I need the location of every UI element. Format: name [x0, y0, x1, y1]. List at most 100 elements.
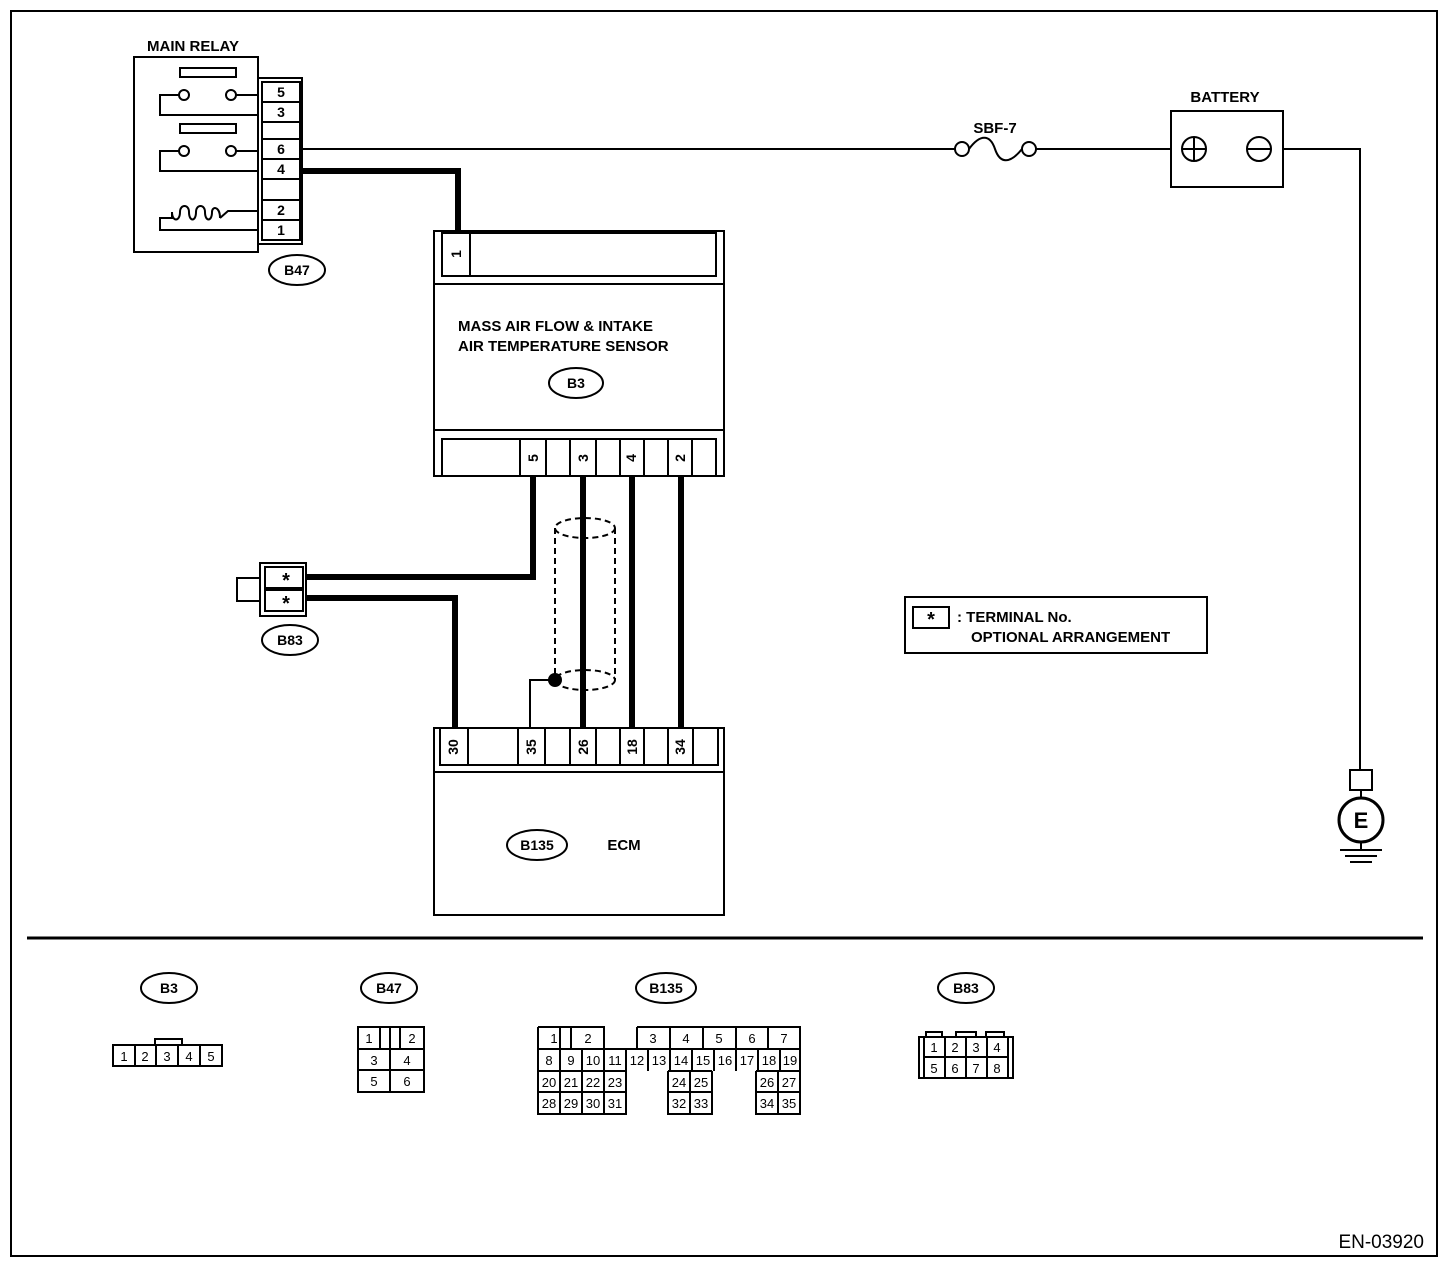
connector-badge-label: B47	[376, 980, 402, 996]
connector-badge-label: B135	[649, 980, 683, 996]
pin-cell: 3	[370, 1053, 377, 1068]
maf-top-pin: 1	[448, 250, 464, 258]
relay-switch-bar-2	[179, 123, 237, 134]
pin-cell: 9	[567, 1053, 574, 1068]
fuse-label: SBF-7	[973, 120, 1016, 137]
pin-cell: 21	[564, 1075, 578, 1090]
connector-view-b3: B3 1 2 3 4 5	[112, 972, 223, 1067]
connector-badge-label: B47	[284, 262, 310, 278]
legend-line2: OPTIONAL ARRANGEMENT	[971, 629, 1170, 646]
pin-cell: 3	[649, 1031, 656, 1046]
pin-cell: 1	[550, 1031, 557, 1046]
legend-symbol: *	[927, 609, 935, 631]
wire-b83-to-ecm30	[305, 595, 458, 728]
main-relay-title: MAIN RELAY	[147, 38, 239, 55]
pin-cell: 1	[120, 1049, 127, 1064]
fuse-sbf7: SBF-7	[954, 120, 1037, 162]
ecm-pin-label: 35	[523, 739, 539, 755]
pin-cell: 1	[365, 1031, 372, 1046]
maf-sensor: 1 MASS AIR FLOW & INTAKE AIR TEMPERATURE…	[433, 230, 725, 477]
connector-badge	[360, 972, 418, 1004]
battery: BATTERY	[1170, 89, 1284, 188]
pin-cell: 5	[370, 1074, 377, 1089]
pin-cell: 13	[652, 1053, 666, 1068]
pin-cell: 8	[993, 1061, 1000, 1076]
connector-badge	[268, 254, 326, 286]
pin-cell: 28	[542, 1096, 556, 1111]
pin-cell: 19	[783, 1053, 797, 1068]
connector-view-b135: B135 1 2 3 4 5 6 7 8 9 10 11 12 13 14 15…	[537, 972, 801, 1115]
b83-pin-label: *	[282, 570, 290, 592]
pin-cell: 30	[586, 1096, 600, 1111]
relay-pin-label: 1	[277, 222, 285, 238]
pin-cell: 3	[163, 1049, 170, 1064]
pin-cell: 5	[207, 1049, 214, 1064]
pin-cell: 6	[951, 1061, 958, 1076]
pin-cell: 2	[408, 1031, 415, 1046]
pin-cell: 22	[586, 1075, 600, 1090]
pin-cell: 8	[545, 1053, 552, 1068]
pin-cell: 24	[672, 1075, 686, 1090]
pin-cell: 1	[930, 1040, 937, 1055]
maf-bottom-pin: 3	[575, 454, 591, 462]
wire-relay-to-maf	[302, 168, 461, 233]
ecm-name: ECM	[607, 837, 640, 854]
relay-contact	[225, 89, 237, 101]
legend-line1: : TERMINAL No.	[957, 609, 1072, 626]
maf-name-line2: AIR TEMPERATURE SENSOR	[458, 338, 669, 355]
shield-junction	[548, 673, 562, 687]
pin-cell: 35	[782, 1096, 796, 1111]
b83-connector: * * B83	[236, 562, 319, 656]
relay-pin-label: 3	[277, 104, 285, 120]
pin-cell: 7	[972, 1061, 979, 1076]
ground-label: E	[1354, 808, 1369, 833]
legend: * : TERMINAL No. OPTIONAL ARRANGEMENT	[904, 596, 1208, 654]
pin-cell: 4	[185, 1049, 192, 1064]
ecm-pin-label: 26	[575, 739, 591, 755]
pin-cell: 10	[586, 1053, 600, 1068]
pin-cell: 4	[993, 1040, 1000, 1055]
wire-battery-to-ground	[1270, 148, 1361, 770]
connector-badge	[140, 972, 198, 1004]
relay-pin-label: 5	[277, 84, 285, 100]
pin-cell: 17	[740, 1053, 754, 1068]
pin-cell: 32	[672, 1096, 686, 1111]
ecm: 30 35 26 18 34 B135 ECM	[433, 727, 725, 916]
relay-contact	[178, 89, 190, 101]
figure-code: EN-03920	[1338, 1232, 1424, 1253]
connector-badge	[506, 829, 568, 861]
pin-cell: 33	[694, 1096, 708, 1111]
ecm-pin-label: 34	[672, 739, 688, 755]
relay-pin-label: 2	[277, 202, 285, 218]
wire-maf5-to-b83	[305, 476, 536, 580]
connector-badge-label: B3	[160, 980, 178, 996]
connector-view-b83: B83 1 2 3 4 5 6 7 8	[918, 972, 1014, 1079]
pin-cell: 34	[760, 1096, 774, 1111]
pin-cell: 11	[608, 1053, 622, 1068]
pin-cell: 5	[715, 1031, 722, 1046]
relay-contact	[178, 145, 190, 157]
pin-cell: 2	[584, 1031, 591, 1046]
pin-cell: 4	[682, 1031, 689, 1046]
pin-cell: 6	[403, 1074, 410, 1089]
main-relay: MAIN RELAY 5 3 6 4 2 1 B47	[133, 38, 326, 286]
pin-cell: 26	[760, 1075, 774, 1090]
pin-cell: 20	[542, 1075, 556, 1090]
relay-coil	[159, 205, 258, 231]
shield-drain-wire	[529, 679, 555, 728]
shield	[529, 517, 616, 728]
ecm-pin-label: 18	[624, 739, 640, 755]
maf-name-line1: MASS AIR FLOW & INTAKE	[458, 318, 653, 335]
legend-box	[904, 596, 1208, 654]
pin-cell: 4	[403, 1053, 410, 1068]
pin-cell: 23	[608, 1075, 622, 1090]
connector-badge-label: B83	[277, 632, 303, 648]
pin-cell: 29	[564, 1096, 578, 1111]
pin-cell: 5	[930, 1061, 937, 1076]
connector-view-b47: B47 1 2 3 4 5 6	[357, 972, 425, 1093]
relay-pin-label: 6	[277, 141, 285, 157]
relay-contact	[225, 145, 237, 157]
maf-bottom-pin: 4	[623, 454, 639, 462]
relay-switch-bar-1	[179, 67, 237, 78]
